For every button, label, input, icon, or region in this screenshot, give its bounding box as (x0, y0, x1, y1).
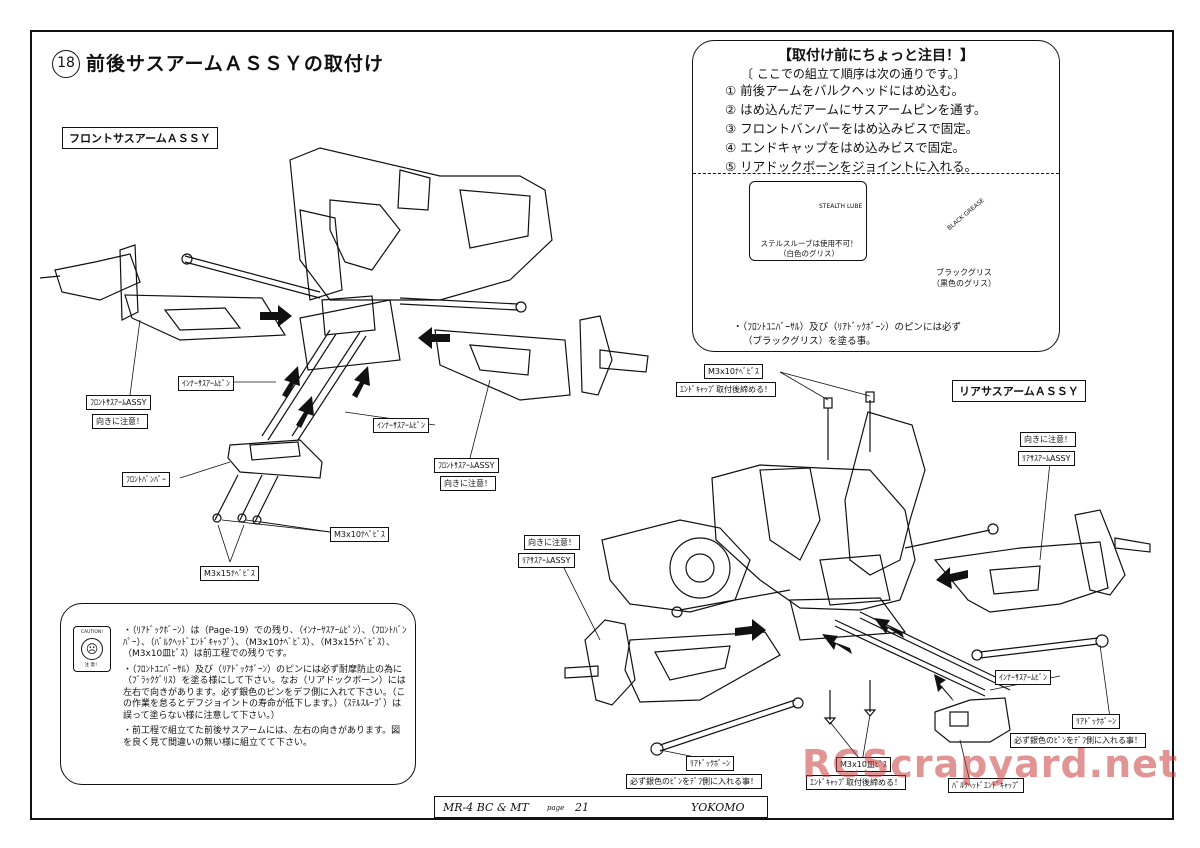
page-frame (30, 30, 1174, 820)
m3x10-front-label: M3x10ﾅﾍﾞﾋﾞｽ (330, 527, 389, 542)
rear-arm-right-label: ﾘｱｻｽｱｰﾑASSY (1018, 451, 1075, 466)
dogbone-note-right: 必ず銀色のﾋﾟﾝをﾃﾞﾌ側に入れる事！ (1010, 733, 1146, 748)
info-paragraph: ・前工程で組立てた前後サスアームには、左右の向きがあります。図を良く見て間違いの… (123, 726, 401, 748)
rear-right-arm-drawing (933, 509, 1151, 613)
m3x10-rear-label: M3x10ﾅﾍﾞﾋﾞｽ (704, 364, 763, 379)
m3x15-label: M3x15ﾅﾍﾞﾋﾞｽ (200, 566, 259, 581)
page-footer: MR-4 BC & MT page 21 YOKOMO (434, 796, 768, 818)
info-box: CAUTION! ☹ 注 意！ ・（ﾘｱﾄﾞｯｸﾎﾞｰﾝ）は（Page-19）で… (60, 603, 416, 785)
front-arm-left-label: ﾌﾛﾝﾄｻｽｱｰﾑASSY (86, 395, 151, 410)
caution-icon: CAUTION! ☹ 注 意！ (73, 626, 111, 672)
notice-step: ① 前後アームをバルクヘッドにはめ込む。 (725, 83, 965, 98)
info-paragraph: ・（ﾘｱﾄﾞｯｸﾎﾞｰﾝ）は（Page-19）での残り、（ｲﾝﾅｰｻｽｱｰﾑﾋﾟ… (123, 626, 407, 659)
notice-footnote: ・（ﾌﾛﾝﾄﾕﾆﾊﾞｰｻﾙ）及び（ﾘｱﾄﾞｯｸﾎﾞｰﾝ）のピンには必ず （ブラッ… (733, 321, 961, 349)
black-grease-caption: ブラックグリス （黒色のグリス） (919, 267, 1009, 289)
front-right-arm-drawing (434, 315, 649, 401)
notice-step: ③ フロントバンパーをはめ込みビスで固定。 (725, 121, 979, 136)
notice-box: 【取付け前にちょっと注目！】 〔 ここでの組立て順序は次の通りです。〕 ① 前後… (692, 40, 1060, 352)
rear-dogbone-right-label: ﾘｱﾄﾞｯｸﾎﾞｰﾝ (1072, 714, 1120, 729)
stealth-lube-tube-text: STEALTH LUBE (819, 203, 863, 210)
dogbone-note-left: 必ず銀色のﾋﾟﾝをﾃﾞﾌ側に入れる事！ (626, 774, 762, 789)
footer-page-label: page (547, 804, 565, 812)
footnote-line-2: （ブラックグリス）を塗る事。 (743, 336, 876, 347)
front-chassis-drawing (181, 147, 553, 371)
notice-step: ② はめ込んだアームにサスアームピンを通す。 (725, 102, 987, 117)
endcap-note-bottom: ｴﾝﾄﾞｷｬｯﾌﾟ取付後締める！ (806, 775, 906, 790)
front-arm-right-note: 向きに注意！ (440, 476, 496, 491)
assembly-arrows (260, 305, 968, 702)
rear-section-tag: リアサスアームＡＳＳＹ (952, 380, 1086, 402)
rear-arm-right-note: 向きに注意！ (1020, 432, 1076, 447)
caution-sub: 注 意！ (84, 663, 100, 668)
stealth-lube-panel (749, 181, 867, 261)
front-arm-left-note: 向きに注意！ (92, 414, 148, 429)
info-text: ・（ﾘｱﾄﾞｯｸﾎﾞｰﾝ）は（Page-19）での残り、（ｲﾝﾅｰｻｽｱｰﾑﾋﾟ… (123, 626, 407, 753)
grease-caption-line-2: （黒色のグリス） (932, 279, 996, 288)
front-arm-right-label: ﾌﾛﾝﾄｻｽｱｰﾑASSY (434, 458, 499, 473)
notice-step: ④ エンドキャップをはめ込みビスで固定。 (725, 140, 966, 155)
rear-dogbone-drawing (650, 634, 1109, 756)
inner-pin-label-2: ｲﾝﾅｰｻｽｱｰﾑﾋﾟﾝ (373, 418, 429, 433)
footnote-line-1: ・（ﾌﾛﾝﾄﾕﾆﾊﾞｰｻﾙ）及び（ﾘｱﾄﾞｯｸﾎﾞｰﾝ）のピンには必ず (733, 322, 962, 333)
rear-dogbone-left-label: ﾘｱﾄﾞｯｸﾎﾞｰﾝ (686, 756, 734, 771)
stealth-lube-caption: ステルスルーブは使用不可！ （白色のグリス） (753, 239, 865, 259)
rear-left-arm-drawing (564, 619, 781, 706)
watermark: RCScrapyard.net (802, 742, 1179, 786)
front-left-arm-drawing (39, 244, 287, 341)
grease-caption-line-1: ブラックグリス (936, 268, 992, 277)
notice-steps: ① 前後アームをバルクヘッドにはめ込む。 ② はめ込んだアームにサスアームピンを… (725, 81, 986, 176)
m3x10-flat-label: M3x10皿ﾋﾞｽ (836, 757, 891, 772)
caution-label: CAUTION! (80, 630, 104, 635)
inner-pin-label-1: ｲﾝﾅｰｻｽｱｰﾑﾋﾟﾝ (178, 376, 234, 391)
footer-brand: YOKOMO (691, 801, 745, 814)
lube-caption-line-2: （白色のグリス） (779, 249, 839, 258)
inner-pin-rear-label: ｲﾝﾅｰｻｽｱｰﾑﾋﾟﾝ (995, 670, 1051, 685)
notice-subheading: 〔 ここでの組立て順序は次の通りです。〕 (741, 67, 966, 81)
footer-model: MR-4 BC & MT (443, 801, 529, 814)
face-icon: ☹ (81, 638, 103, 660)
page-title: 前後サスアームＡＳＳＹの取付け (86, 53, 384, 75)
endcap-note-top: ｴﾝﾄﾞｷｬｯﾌﾟ取付後締める！ (676, 382, 776, 397)
bulkhead-endcap-drawing (934, 697, 1011, 743)
footer-page-number: 21 (575, 801, 589, 814)
rear-chassis-drawing (601, 411, 999, 641)
lube-caption-line-1: ステルスルーブは使用不可！ (760, 239, 858, 248)
step-number: 18 (52, 50, 80, 78)
info-paragraph: ・（ﾌﾛﾝﾄﾕﾆﾊﾞｰｻﾙ）及び（ﾘｱﾄﾞｯｸﾎﾞｰﾝ）のピンには必ず耐摩防止の… (123, 664, 406, 721)
leader-lines (129, 319, 1111, 783)
front-bumper-drawing (227, 439, 323, 479)
front-pins-drawing (212, 329, 367, 525)
front-bumper-label: ﾌﾛﾝﾄﾊﾞﾝﾊﾟｰ (122, 472, 170, 487)
front-section-tag: フロントサスアームＡＳＳＹ (62, 127, 218, 149)
bulkhead-endcap-label: ﾊﾞﾙｸﾍｯﾄﾞｴﾝﾄﾞｷｬｯﾌﾟ (948, 778, 1024, 793)
rear-arm-left-label: ﾘｱｻｽｱｰﾑASSY (518, 553, 575, 568)
notice-step: ⑤ リアドックボーンをジョイントに入れる。 (725, 159, 978, 174)
notice-divider (693, 173, 1059, 174)
notice-heading: 【取付け前にちょっと注目！】 (778, 48, 974, 64)
black-grease-tube-text: BLACK GREASE (946, 197, 986, 232)
rear-arm-left-note: 向きに注意！ (524, 535, 580, 550)
